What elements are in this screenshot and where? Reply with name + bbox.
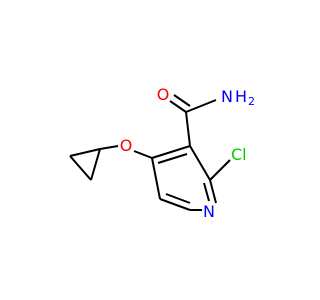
bond-n1-c2-inner [203, 182, 210, 202]
bond-c4-c5 [151, 157, 161, 200]
amide-oxygen-label: O [157, 85, 170, 104]
bond-c3-carbonyl [185, 111, 191, 147]
bond-carbonyl-n [185, 99, 217, 113]
bond-cyclopropyl-a [69, 148, 101, 157]
bond-cyclopropyl-c [90, 148, 101, 181]
bond-c4-o [133, 150, 153, 159]
bond-c3-c4 [151, 145, 191, 159]
ring-nitrogen-label: N [203, 202, 215, 221]
bond-carbonyl-o-2 [173, 94, 191, 107]
bond-carbonyl-o-1 [169, 100, 187, 113]
bond-c2-cl [209, 159, 231, 181]
bond-c5-c6-inner [165, 193, 191, 204]
chlorine-label: Cl [231, 145, 247, 164]
ether-oxygen-label: O [120, 136, 133, 155]
bond-n1-c2 [209, 179, 217, 204]
bond-c5-c6 [159, 198, 191, 211]
bond-o-cyclopropyl [99, 145, 119, 150]
bond-cyclopropyl-b [69, 155, 92, 181]
bond-c2-c3 [189, 145, 211, 181]
bond-c3-c4-inner [157, 153, 188, 164]
